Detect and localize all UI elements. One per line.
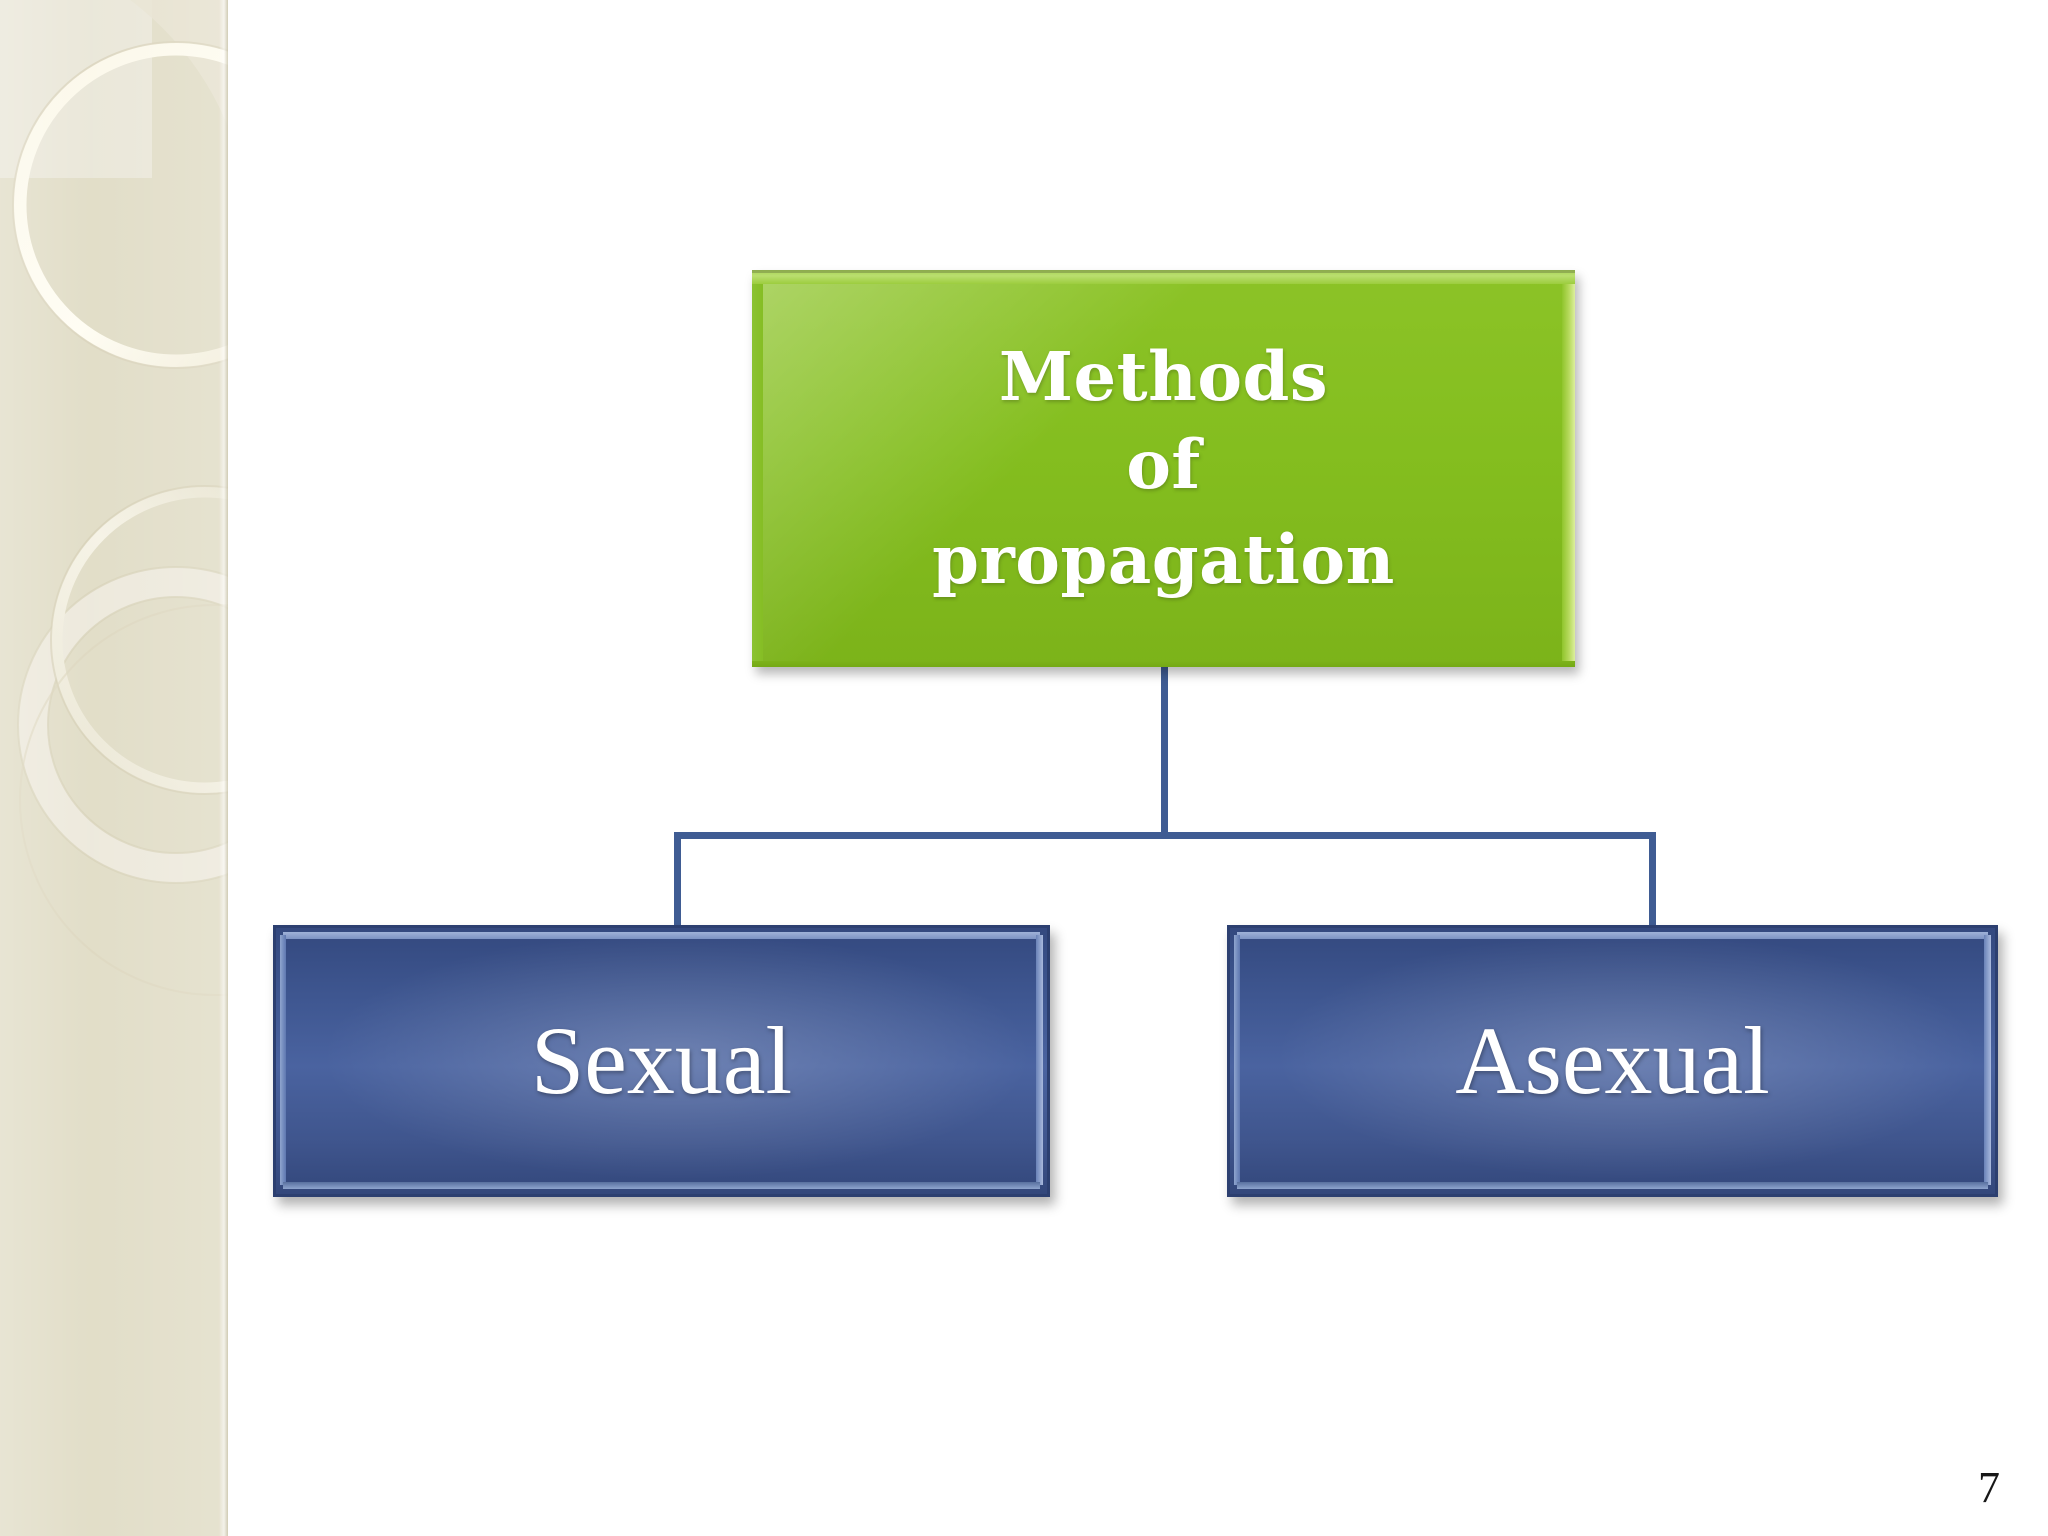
- root-node-line-3: propagation: [932, 519, 1395, 599]
- green-bevel-left: [752, 270, 763, 667]
- green-bevel-right: [1562, 270, 1575, 667]
- sexual-bevel-left: [280, 935, 286, 1185]
- asexual-bevel-top: [1237, 932, 1988, 939]
- slide-number: 7: [1978, 1463, 2000, 1512]
- connector-branch-left: [674, 832, 681, 932]
- sidebar-gloss-overlay: [0, 0, 228, 1536]
- sexual-bevel-top: [283, 932, 1040, 939]
- node-sexual[interactable]: Sexual: [273, 925, 1050, 1197]
- sexual-label: Sexual: [530, 1007, 793, 1114]
- sidebar-right-edge: [219, 0, 228, 1536]
- sidebar-rings-graphic: [12, 0, 228, 996]
- decorative-sidebar: [0, 0, 228, 1536]
- connector-horizontal-bar: [674, 832, 1656, 839]
- green-bevel-bottom: [752, 661, 1575, 667]
- connector-branch-right: [1649, 832, 1656, 932]
- sexual-bevel-bottom: [283, 1182, 1040, 1189]
- asexual-bevel-left: [1234, 935, 1240, 1185]
- node-methods-of-propagation[interactable]: Methods of propagation: [752, 270, 1575, 667]
- root-node-text: Methods of propagation: [752, 333, 1575, 604]
- asexual-bevel-right: [1984, 935, 1991, 1185]
- asexual-label: Asexual: [1455, 1007, 1770, 1114]
- root-node-line-2: of: [1126, 425, 1201, 505]
- connector-root-stem: [1161, 666, 1168, 838]
- asexual-bevel-bottom: [1237, 1182, 1988, 1189]
- node-asexual[interactable]: Asexual: [1227, 925, 1998, 1197]
- sexual-bevel-right: [1036, 935, 1043, 1185]
- green-bevel-top: [752, 270, 1575, 284]
- root-node-line-1: Methods: [998, 336, 1329, 416]
- connector-bar-highlight: [681, 839, 1649, 842]
